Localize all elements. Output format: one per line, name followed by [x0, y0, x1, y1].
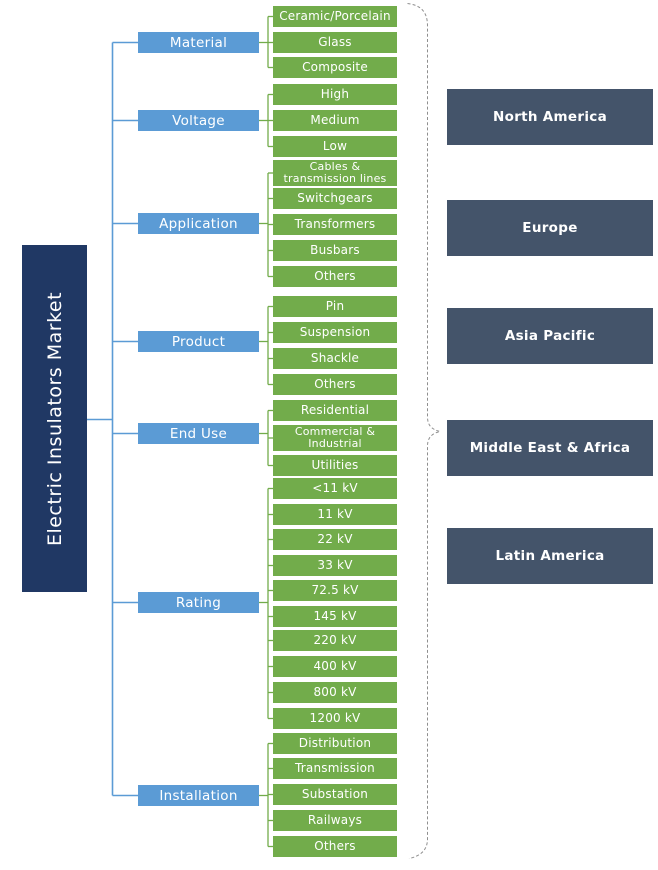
segment-box-ceramic-porcelain: Ceramic/Porcelain [273, 6, 397, 27]
category-box-rating: Rating [138, 592, 259, 613]
category-box-application: Application [138, 213, 259, 234]
category-box-voltage: Voltage [138, 110, 259, 131]
category-box-product: Product [138, 331, 259, 352]
segment-box-low: Low [273, 136, 397, 157]
segment-box-distribution: Distribution [273, 733, 397, 754]
segment-box-11-kv: 11 kV [273, 504, 397, 525]
curly-brace-icon [407, 3, 441, 859]
segment-box-1200-kv: 1200 kV [273, 708, 397, 729]
segment-box-commercial-industrial: Commercial & Industrial [273, 425, 397, 451]
segment-box-transformers: Transformers [273, 214, 397, 235]
segment-box-145-kv: 145 kV [273, 606, 397, 627]
category-box-installation: Installation [138, 785, 259, 806]
segment-box-33-kv: 33 kV [273, 555, 397, 576]
segment-box-220-kv: 220 kV [273, 630, 397, 651]
segment-box-medium: Medium [273, 110, 397, 131]
region-box-middle-east-africa: Middle East & Africa [447, 420, 653, 476]
segment-box-cables-transmission-lines: Cables & transmission lines [273, 160, 397, 186]
segment-box-others: Others [273, 836, 397, 857]
segment-box-transmission: Transmission [273, 758, 397, 779]
segment-box-22-kv: 22 kV [273, 529, 397, 550]
segment-box-others: Others [273, 266, 397, 287]
segment-box-11-kv: <11 kV [273, 478, 397, 499]
segment-box-pin: Pin [273, 296, 397, 317]
segment-box-substation: Substation [273, 784, 397, 805]
segment-box-shackle: Shackle [273, 348, 397, 369]
segment-box-suspension: Suspension [273, 322, 397, 343]
segment-box-glass: Glass [273, 32, 397, 53]
region-box-north-america: North America [447, 89, 653, 145]
segment-box-composite: Composite [273, 57, 397, 78]
region-box-asia-pacific: Asia Pacific [447, 308, 653, 364]
root-node-electric-insulators-market: Electric Insulators Market [22, 245, 87, 592]
segment-box-utilities: Utilities [273, 455, 397, 476]
segment-box-busbars: Busbars [273, 240, 397, 261]
region-box-latin-america: Latin America [447, 528, 653, 584]
diagram-title: Electric Insulators Market [43, 291, 66, 546]
region-box-europe: Europe [447, 200, 653, 256]
segment-box-400-kv: 400 kV [273, 656, 397, 677]
segment-box-railways: Railways [273, 810, 397, 831]
segment-box-residential: Residential [273, 400, 397, 421]
segment-box-72-5-kv: 72.5 kV [273, 580, 397, 601]
segment-box-800-kv: 800 kV [273, 682, 397, 703]
segment-box-switchgears: Switchgears [273, 188, 397, 209]
segment-box-high: High [273, 84, 397, 105]
segment-box-others: Others [273, 374, 397, 395]
category-box-end-use: End Use [138, 423, 259, 444]
category-box-material: Material [138, 32, 259, 53]
